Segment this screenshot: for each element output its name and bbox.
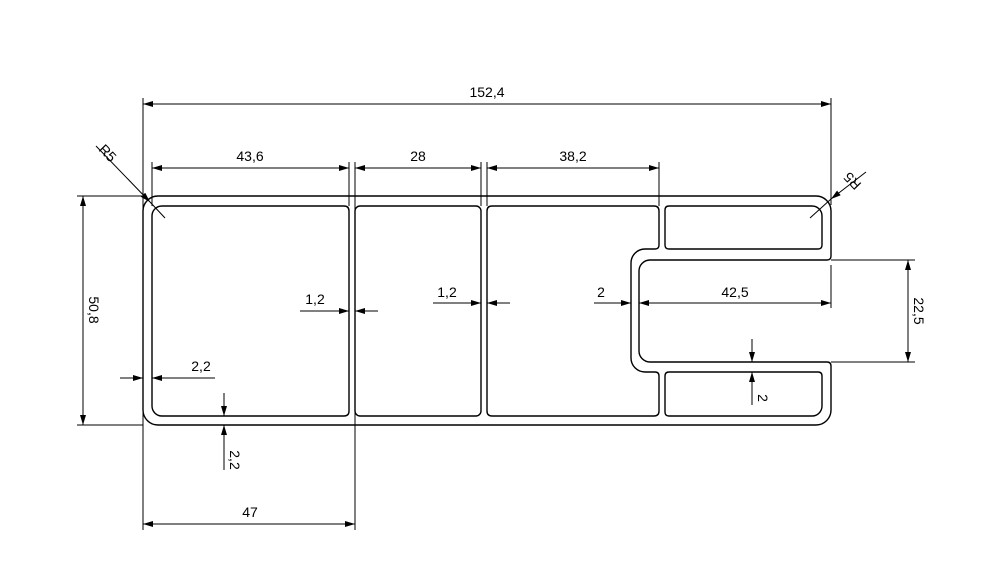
cell-1 [151, 205, 350, 417]
svg-text:1,2: 1,2 [305, 291, 325, 307]
cell-upper-right [664, 205, 823, 250]
dimension-first-section: 47 [143, 504, 355, 527]
extension-lines [77, 98, 915, 530]
svg-text:22,5: 22,5 [911, 297, 927, 324]
svg-text:43,6: 43,6 [236, 148, 263, 164]
dimension-slot-height: 22,5 [905, 260, 927, 362]
dimension-web1: 1,2 [300, 291, 378, 314]
dimension-overall-height: 50,8 [80, 196, 102, 425]
svg-text:R5: R5 [96, 141, 120, 165]
dimension-cell-widths: 43,6 28 38,2 [152, 148, 659, 171]
dimension-bottom-wall: 2,2 [221, 393, 243, 470]
svg-text:1,2: 1,2 [437, 284, 457, 300]
profile-outline [142, 195, 832, 426]
dimension-side-wall: 2,2 [120, 358, 215, 381]
cell-3 [486, 205, 660, 417]
cell-lower-right [664, 371, 823, 417]
svg-text:50,8: 50,8 [86, 296, 102, 323]
svg-text:2,2: 2,2 [227, 450, 243, 470]
svg-text:2: 2 [597, 284, 605, 300]
svg-text:2: 2 [755, 394, 771, 402]
dimension-overall-width: 152,4 [143, 84, 831, 107]
svg-text:2,2: 2,2 [191, 358, 211, 374]
dimension-web2: 1,2 [433, 284, 510, 306]
dimension-slot-bottom-wall: 2 [749, 339, 771, 405]
svg-text:28: 28 [410, 148, 426, 164]
dimension-slot-depth: 2 42,5 [594, 284, 831, 306]
dimension-radius-left: R5 [95, 141, 166, 219]
svg-text:152,4: 152,4 [469, 84, 504, 100]
svg-text:38,2: 38,2 [559, 148, 586, 164]
svg-text:47: 47 [242, 504, 258, 520]
outer-contour [142, 195, 832, 426]
svg-text:42,5: 42,5 [721, 284, 748, 300]
dimension-radius-right: R5 [809, 169, 867, 219]
